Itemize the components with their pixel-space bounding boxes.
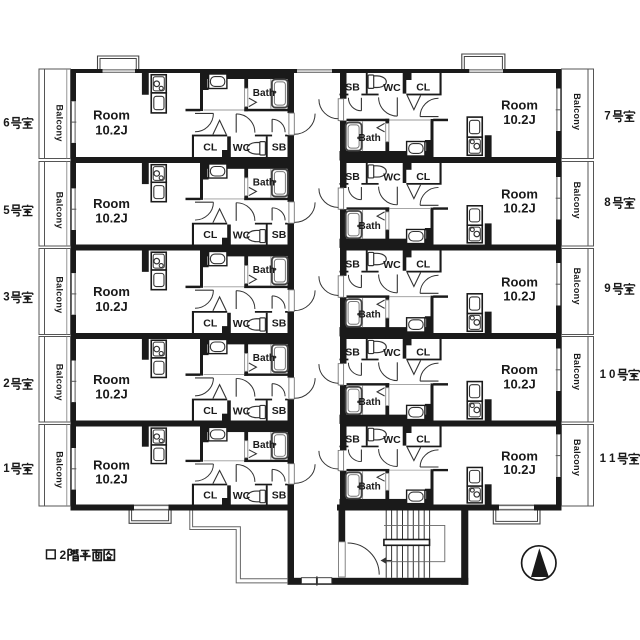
svg-text:CL: CL (203, 490, 218, 502)
svg-text:9: 9 (604, 283, 610, 295)
svg-text:WC: WC (233, 318, 251, 330)
svg-text:10.2J: 10.2J (503, 112, 536, 127)
svg-text:CL: CL (416, 171, 431, 183)
svg-text:Room: Room (501, 186, 538, 201)
svg-text:CL: CL (416, 259, 431, 271)
svg-text:Balcony: Balcony (55, 451, 65, 488)
svg-text:Room: Room (93, 196, 130, 211)
svg-text:SB: SB (345, 346, 360, 358)
svg-text:7: 7 (604, 111, 610, 123)
svg-text:1: 1 (609, 453, 616, 465)
svg-text:CL: CL (416, 81, 431, 93)
svg-text:1: 1 (600, 369, 607, 381)
svg-text:WC: WC (383, 347, 401, 359)
svg-text:Bath: Bath (358, 221, 380, 232)
svg-text:SB: SB (345, 259, 360, 271)
svg-text:Room: Room (501, 362, 538, 377)
svg-text:Balcony: Balcony (572, 93, 582, 130)
svg-text:2: 2 (60, 548, 67, 562)
svg-text:Room: Room (501, 274, 538, 289)
svg-text:SB: SB (345, 81, 360, 93)
svg-text:8: 8 (604, 197, 611, 209)
svg-text:Balcony: Balcony (572, 182, 582, 219)
svg-text:WC: WC (233, 142, 251, 154)
svg-text:SB: SB (272, 490, 287, 502)
svg-text:Room: Room (93, 284, 130, 299)
svg-text:10.2J: 10.2J (503, 462, 536, 477)
svg-text:2: 2 (3, 378, 9, 390)
svg-text:Bath: Bath (358, 397, 380, 408)
svg-text:Room: Room (93, 372, 130, 387)
svg-text:WC: WC (383, 82, 401, 94)
svg-text:CL: CL (416, 434, 431, 446)
svg-text:10.2J: 10.2J (95, 299, 128, 314)
svg-text:CL: CL (203, 142, 218, 154)
svg-text:WC: WC (233, 406, 251, 418)
svg-text:5: 5 (3, 205, 10, 217)
svg-text:WC: WC (383, 259, 401, 271)
svg-text:Bath: Bath (253, 353, 275, 364)
svg-text:CL: CL (416, 346, 431, 358)
svg-text:SB: SB (272, 318, 287, 330)
svg-text:Room: Room (501, 98, 538, 113)
svg-text:SB: SB (272, 405, 287, 417)
svg-text:10.2J: 10.2J (95, 472, 128, 487)
svg-text:CL: CL (203, 229, 218, 241)
svg-text:Bath: Bath (253, 440, 275, 451)
svg-text:SB: SB (345, 434, 360, 446)
svg-text:6: 6 (3, 117, 9, 129)
svg-text:10.2J: 10.2J (503, 289, 536, 304)
svg-text:10.2J: 10.2J (503, 201, 536, 216)
svg-text:Bath: Bath (358, 482, 380, 493)
svg-text:10.2J: 10.2J (95, 211, 128, 226)
svg-text:CL: CL (203, 318, 218, 330)
svg-text:10.2J: 10.2J (95, 123, 128, 138)
svg-text:WC: WC (383, 171, 401, 183)
svg-text:WC: WC (233, 490, 251, 502)
svg-text:1: 1 (3, 463, 10, 475)
svg-text:SB: SB (272, 142, 287, 154)
svg-text:1: 1 (600, 453, 607, 465)
svg-text:0: 0 (609, 369, 615, 381)
svg-text:Balcony: Balcony (572, 439, 582, 476)
svg-text:Bath: Bath (253, 265, 275, 276)
svg-text:Balcony: Balcony (572, 353, 582, 390)
svg-text:Balcony: Balcony (55, 105, 65, 142)
svg-text:Bath: Bath (253, 177, 275, 188)
svg-text:Balcony: Balcony (55, 192, 65, 229)
svg-text:10.2J: 10.2J (503, 376, 536, 391)
svg-text:Balcony: Balcony (55, 276, 65, 313)
svg-text:Balcony: Balcony (55, 364, 65, 401)
svg-text:WC: WC (233, 230, 251, 242)
svg-text:Bath: Bath (358, 133, 380, 144)
svg-text:Bath: Bath (253, 88, 275, 99)
svg-text:Room: Room (93, 458, 130, 473)
svg-text:CL: CL (203, 405, 218, 417)
svg-text:SB: SB (345, 171, 360, 183)
svg-text:Balcony: Balcony (572, 268, 582, 305)
svg-text:Bath: Bath (358, 309, 380, 320)
svg-text:3: 3 (3, 292, 9, 304)
svg-text:Room: Room (93, 108, 130, 123)
svg-text:Room: Room (501, 448, 538, 463)
svg-text:WC: WC (383, 434, 401, 446)
svg-text:SB: SB (272, 229, 287, 241)
svg-text:10.2J: 10.2J (95, 387, 128, 402)
